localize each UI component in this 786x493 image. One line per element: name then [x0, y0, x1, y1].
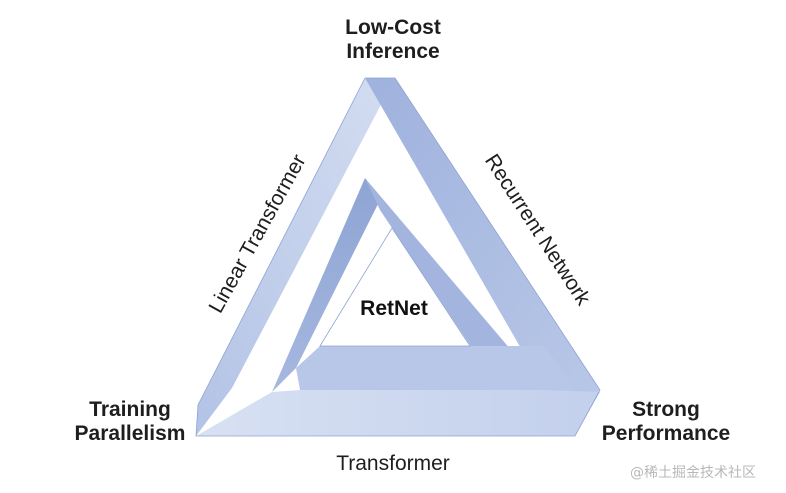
vertex-bottom-right-label: Strong Performance: [586, 398, 746, 446]
center-label: RetNet: [360, 297, 428, 320]
vertex-bottom-right-line1: Strong: [632, 398, 700, 421]
vertex-top-line2: Inference: [346, 40, 440, 63]
vertex-top-line1: Low-Cost: [345, 16, 441, 39]
vertex-bottom-right-line2: Performance: [601, 422, 731, 445]
left-beam: [196, 78, 395, 436]
beam-edges: [195, 77, 601, 437]
vertex-top-label: Low-Cost Inference: [320, 16, 466, 64]
vertex-bottom-left-line1: Training: [89, 398, 171, 421]
right-beam-inner: [365, 178, 545, 390]
right-beam: [365, 78, 600, 412]
edge-bottom-label: Transformer: [336, 452, 450, 475]
center-hole: [320, 228, 470, 346]
bottom-beam: [196, 390, 600, 436]
vertex-bottom-left-label: Training Parallelism: [60, 398, 200, 446]
watermark: @稀土掘金技术社区: [630, 465, 756, 481]
bottom-beam-top: [296, 346, 575, 390]
left-beam-inner: [272, 178, 380, 392]
vertex-bottom-left-line2: Parallelism: [74, 422, 186, 445]
